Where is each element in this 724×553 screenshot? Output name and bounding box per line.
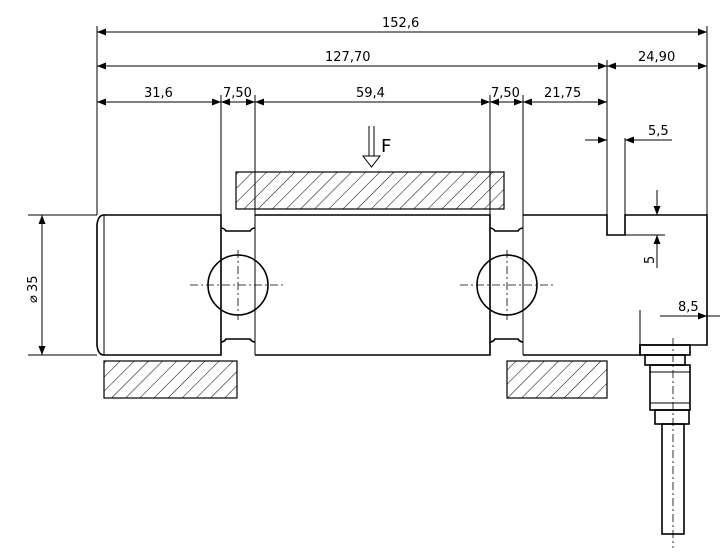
dim-connector: 8,5 xyxy=(678,300,699,315)
dim-end-left: 31,6 xyxy=(144,86,173,101)
dim-overall-length: 152,6 xyxy=(382,16,419,31)
extension-lines xyxy=(28,26,708,356)
dim-body-length: 127,70 xyxy=(325,50,371,65)
force-label: F xyxy=(381,136,391,157)
cable-connector xyxy=(639,338,691,548)
force-arrow xyxy=(361,126,382,168)
load-cell-body xyxy=(96,214,708,356)
dim-slot-depth: 5 xyxy=(643,256,658,264)
dim-groove-right: 7,50 xyxy=(491,86,520,101)
support-block-left xyxy=(103,360,238,399)
dim-diameter: 35 xyxy=(26,275,41,292)
dim-end-right: 21,75 xyxy=(544,86,581,101)
dim-connector-offset: 24,90 xyxy=(638,50,675,65)
support-block-right xyxy=(506,360,608,399)
dim-groove-left: 7,50 xyxy=(223,86,252,101)
load-block-top xyxy=(235,171,505,210)
dimension-lines xyxy=(38,28,720,355)
dim-center: 59,4 xyxy=(356,86,385,101)
diameter-symbol: ⌀ xyxy=(26,295,41,303)
dim-slot-width: 5,5 xyxy=(648,124,669,139)
